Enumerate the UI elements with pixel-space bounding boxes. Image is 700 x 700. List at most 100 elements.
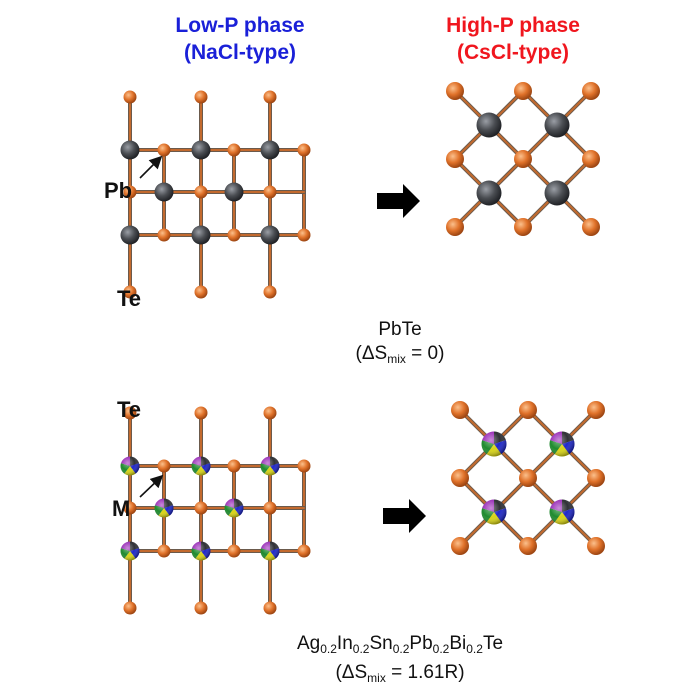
te-atom	[157, 143, 171, 157]
te-atom	[297, 544, 311, 558]
m-atom-shading	[154, 498, 174, 518]
te-atom	[123, 601, 137, 615]
low-p-type: (NaCl-type)	[183, 41, 296, 64]
m-label: M	[112, 496, 131, 521]
te-atom	[446, 218, 464, 236]
m-atom-shading	[549, 431, 575, 457]
m-atom	[191, 456, 211, 476]
te-atom	[514, 82, 532, 100]
pbte-formula: PbTe	[378, 319, 422, 340]
te-label-top: Te	[117, 286, 142, 311]
te-atom	[123, 90, 137, 104]
pb-atom	[224, 182, 244, 202]
hea-formula-part: Ag	[296, 633, 321, 654]
te-atom	[446, 150, 464, 168]
pbte-entropy-open: (ΔS	[355, 343, 388, 364]
te-atom	[297, 228, 311, 242]
te-atom	[297, 459, 311, 473]
hea-formula-part: 0.2	[432, 642, 450, 656]
pbte-entropy: (ΔSmix = 0)	[290, 342, 510, 371]
te-atom	[263, 406, 277, 420]
te-atom	[227, 544, 241, 558]
hea-formula: Ag0.2In0.2Sn0.2Pb0.2Bi0.2Te	[200, 632, 600, 661]
te-atom	[194, 90, 208, 104]
m-atom	[481, 431, 507, 457]
m-atom-shading	[260, 541, 280, 561]
m-atom	[120, 541, 140, 561]
pb-atom	[191, 225, 211, 245]
m-atom-shading	[191, 541, 211, 561]
hea-entropy: (ΔSmix = 1.61R)	[200, 661, 600, 690]
pbte-entropy-sub: mix	[387, 352, 406, 366]
te-atom	[194, 601, 208, 615]
te-atom	[514, 150, 532, 168]
te-atom	[451, 469, 469, 487]
m-atom-shading	[191, 456, 211, 476]
label-pointer-layer	[139, 155, 164, 498]
low-p-header: Low-P phase (NaCl-type)	[145, 12, 335, 66]
te-atom	[263, 285, 277, 299]
te-atom	[451, 401, 469, 419]
te-atom	[194, 185, 208, 199]
hea-entropy-close: = 1.61R)	[385, 662, 465, 683]
m-atom	[549, 431, 575, 457]
hea-formula-part: Te	[482, 633, 504, 654]
m-atom	[549, 499, 575, 525]
te-atom	[519, 401, 537, 419]
te-atom	[194, 501, 208, 515]
te-atom	[157, 228, 171, 242]
te-atom	[587, 401, 605, 419]
m-atom-shading	[481, 431, 507, 457]
te-atom	[297, 143, 311, 157]
te-atom	[263, 501, 277, 515]
transition-arrow-bottom	[383, 499, 426, 533]
te-atom	[514, 218, 532, 236]
low-p-title: Low-P phase	[175, 14, 305, 37]
m-atom-shading	[120, 541, 140, 561]
m-atom	[260, 541, 280, 561]
m-atom	[191, 541, 211, 561]
transition-arrows	[377, 184, 426, 533]
pb-atom	[154, 182, 174, 202]
pb-pointer-arrow	[139, 155, 163, 179]
te-atom	[123, 406, 137, 420]
hea-entropy-open: (ΔS	[335, 662, 368, 683]
hea-formula-part: 0.2	[352, 642, 370, 656]
te-atom	[227, 459, 241, 473]
pb-atom	[476, 112, 502, 138]
m-atom	[154, 498, 174, 518]
hea-formula-part: Pb	[409, 633, 433, 654]
te-atom	[123, 285, 137, 299]
m-atom-shading	[481, 499, 507, 525]
te-atom	[263, 185, 277, 199]
hea-formula-part: 0.2	[466, 642, 483, 656]
te-atom	[582, 82, 600, 100]
m-atom	[260, 456, 280, 476]
hea-formula-part: Sn	[369, 633, 393, 654]
m-atom	[481, 499, 507, 525]
caption-hea: Ag0.2In0.2Sn0.2Pb0.2Bi0.2Te (ΔSmix = 1.6…	[200, 632, 600, 690]
hea-formula-part: In	[336, 633, 353, 654]
te-atom	[451, 537, 469, 555]
te-atom	[123, 501, 137, 515]
te-atom	[519, 537, 537, 555]
pb-atom	[260, 225, 280, 245]
m-atom	[120, 456, 140, 476]
te-atom	[157, 544, 171, 558]
high-p-type: (CsCl-type)	[456, 41, 569, 64]
m-pointer-arrow	[139, 474, 164, 498]
hea-formula-part: Bi	[449, 633, 467, 654]
hea-entropy-sub: mix	[367, 671, 386, 685]
transition-arrow-top	[377, 184, 420, 218]
te-atom	[587, 537, 605, 555]
te-atom	[123, 185, 137, 199]
high-p-title: High-P phase	[446, 14, 580, 37]
te-atom	[194, 406, 208, 420]
m-atom	[224, 498, 244, 518]
pb-atom	[120, 225, 140, 245]
m-atom-shading	[120, 456, 140, 476]
pb-atom	[120, 140, 140, 160]
pb-atom	[191, 140, 211, 160]
te-atom	[157, 459, 171, 473]
